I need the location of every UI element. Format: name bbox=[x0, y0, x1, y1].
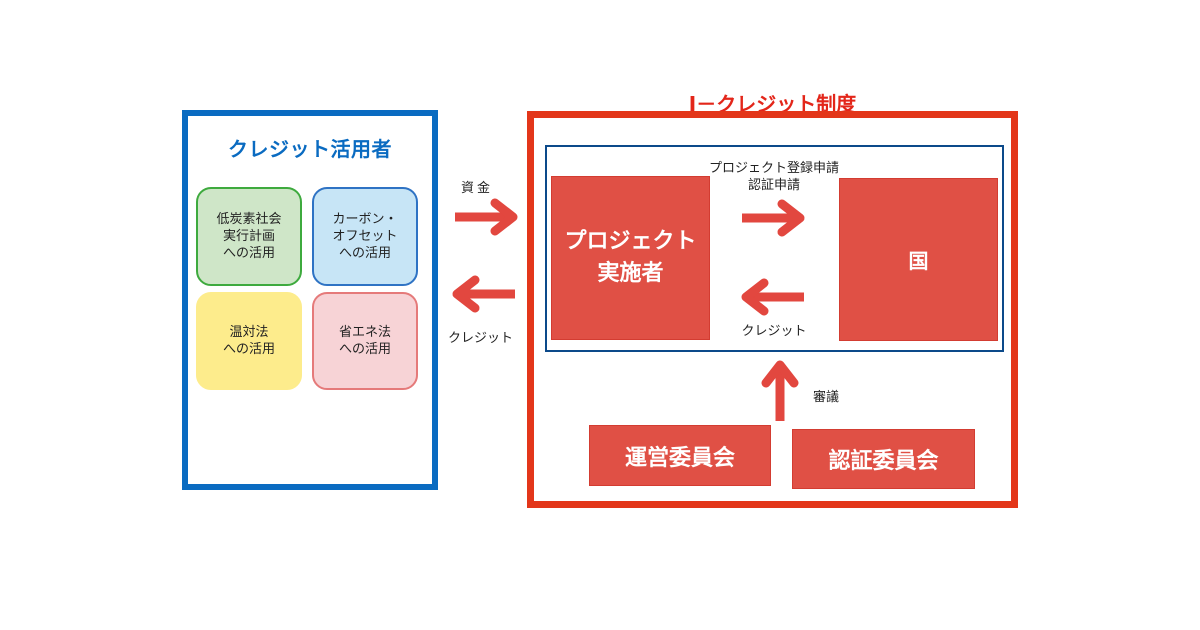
application-label: プロジェクト登録申請 認証申請 bbox=[708, 161, 839, 193]
deliberation-label: 審議 bbox=[813, 390, 840, 405]
project-implementer-box: プロジェクト 実施者 bbox=[551, 176, 710, 340]
credit-users-panel: クレジット活用者 低炭素社会 実行計画 への活用 カーボン・ オフセット への活… bbox=[182, 110, 438, 490]
funds-label: 資金 bbox=[461, 181, 494, 196]
government-box: 国 bbox=[839, 178, 998, 341]
certification-committee-box: 認証委員会 bbox=[792, 429, 975, 489]
deliberation-arrow-icon bbox=[761, 360, 799, 421]
credit-arrow-icon bbox=[452, 275, 515, 313]
inner-credit-label: クレジット bbox=[741, 324, 807, 339]
use-energy-saving-law: 省エネ法 への活用 bbox=[312, 292, 418, 390]
credit-label: クレジット bbox=[448, 331, 514, 346]
use-carbon-offset: カーボン・ オフセット への活用 bbox=[312, 187, 418, 286]
credit-users-title: クレジット活用者 bbox=[228, 137, 392, 161]
use-low-carbon-plan: 低炭素社会 実行計画 への活用 bbox=[196, 187, 302, 286]
use-global-warming-law: 温対法 への活用 bbox=[196, 292, 302, 390]
application-arrow-icon bbox=[742, 199, 805, 237]
funds-arrow-icon bbox=[455, 198, 518, 236]
steering-committee-box: 運営委員会 bbox=[589, 425, 771, 486]
inner-credit-arrow-icon bbox=[741, 278, 804, 316]
